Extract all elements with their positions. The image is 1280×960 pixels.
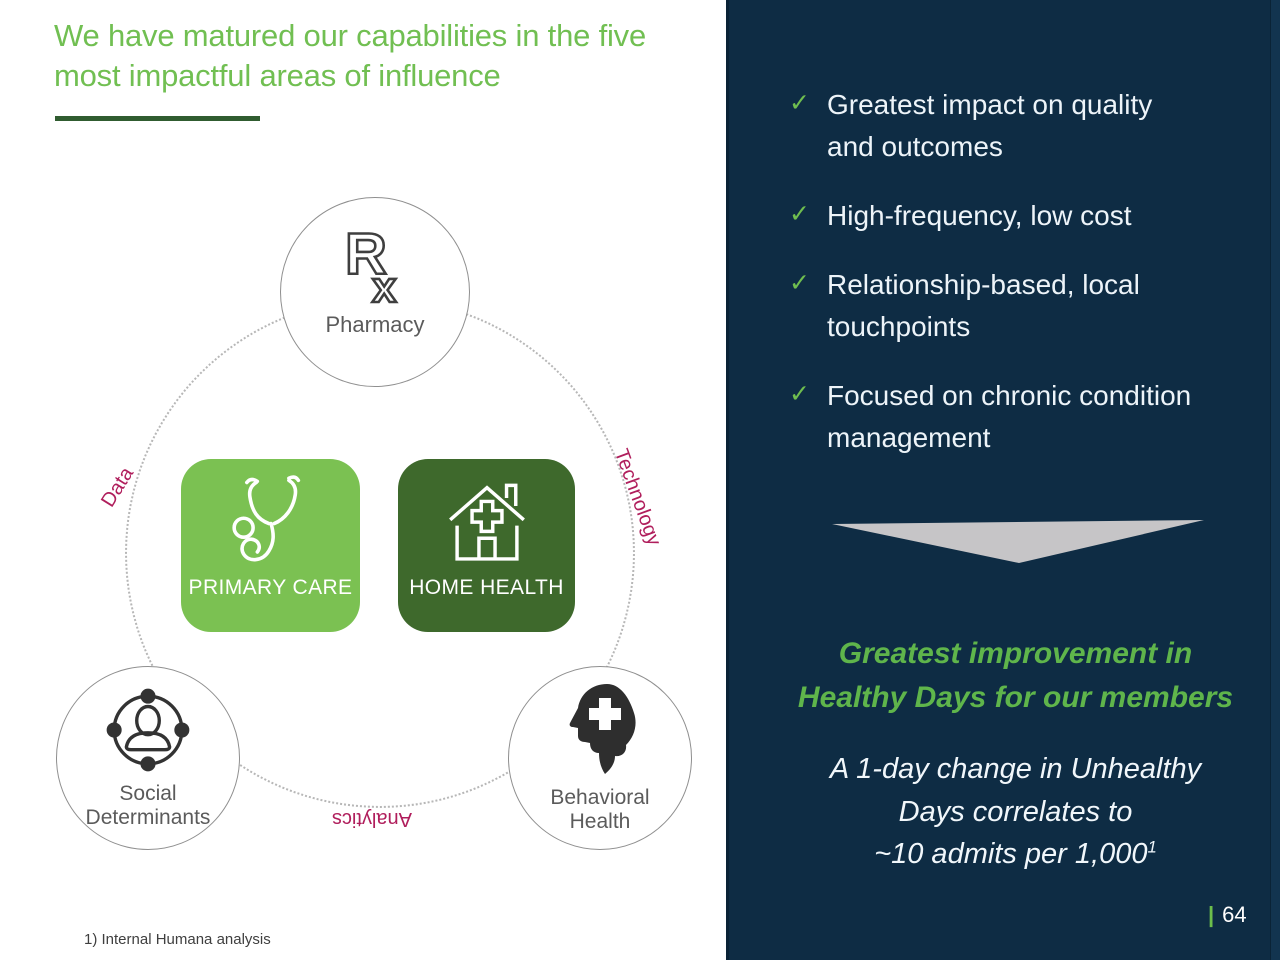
person-network-icon [101,683,195,782]
stat-line: Days correlates to [898,795,1133,828]
check-icon: ✓ [789,89,810,117]
node-social-determinants-label: Social Determinants [85,782,211,829]
page-title: We have matured our capabilities in the … [54,18,647,94]
down-arrow-shape [832,520,1204,569]
stat-line: ~10 admits per 1,0001 [874,837,1157,871]
house-cross-icon [441,473,533,574]
bullet-text: Focused on chronic condition management [827,380,1192,453]
stethoscope-icon [227,473,315,578]
card-home-health: HOME HEALTH [398,459,575,632]
info-panel: ✓ Greatest impact on quality and outcome… [726,0,1280,960]
node-pharmacy: R x Pharmacy [280,197,470,387]
bullet-item: ✓ Greatest impact on quality and outcome… [789,84,1202,168]
footnote-superscript: 1 [1147,837,1157,857]
card-home-health-label: HOME HEALTH [409,576,564,599]
panel-headline: Greatest improvement in Healthy Days for… [729,632,1280,720]
stat-text: A 1-day change in Unhealthy Days correla… [729,748,1280,876]
node-social-determinants: Social Determinants [56,666,240,850]
panel-headline-line: Greatest improvement in [838,637,1193,670]
head-cross-icon [554,681,646,786]
bullet-item: ✓ High-frequency, low cost [789,195,1202,237]
page-number-value: 64 [1222,902,1247,927]
card-primary-care-label: PRIMARY CARE [188,576,353,599]
rx-icon: R x [335,220,415,314]
title-underline [55,116,260,121]
page-number-separator: | [1208,902,1215,927]
node-behavioral-health: Behavioral Health [508,666,692,850]
check-icon: ✓ [789,200,810,228]
check-icon: ✓ [789,380,810,408]
stat-line: A 1-day change in Unhealthy [829,753,1202,785]
bullet-list: ✓ Greatest impact on quality and outcome… [789,84,1202,486]
bullet-item: ✓ Focused on chronic condition managemen… [789,375,1202,459]
svg-text:R: R [345,222,387,287]
bullet-text: Greatest impact on quality and outcomes [827,89,1153,162]
bullet-item: ✓ Relationship-based, local touchpoints [789,264,1202,348]
panel-headline-line: Healthy Days for our members [797,680,1234,714]
panel-edge-strip [1270,0,1280,960]
check-icon: ✓ [789,269,810,297]
page-number: | 64 [1208,902,1247,928]
footnote: 1) Internal Humana analysis [84,931,271,948]
bullet-text: Relationship-based, local touchpoints [827,269,1140,342]
svg-text:x: x [372,263,397,306]
bullet-text: High-frequency, low cost [827,200,1132,231]
ring-label-analytics: Analytics [331,808,413,830]
node-pharmacy-label: Pharmacy [325,312,425,337]
node-behavioral-health-label: Behavioral Health [550,786,650,833]
card-primary-care: PRIMARY CARE [181,459,360,632]
